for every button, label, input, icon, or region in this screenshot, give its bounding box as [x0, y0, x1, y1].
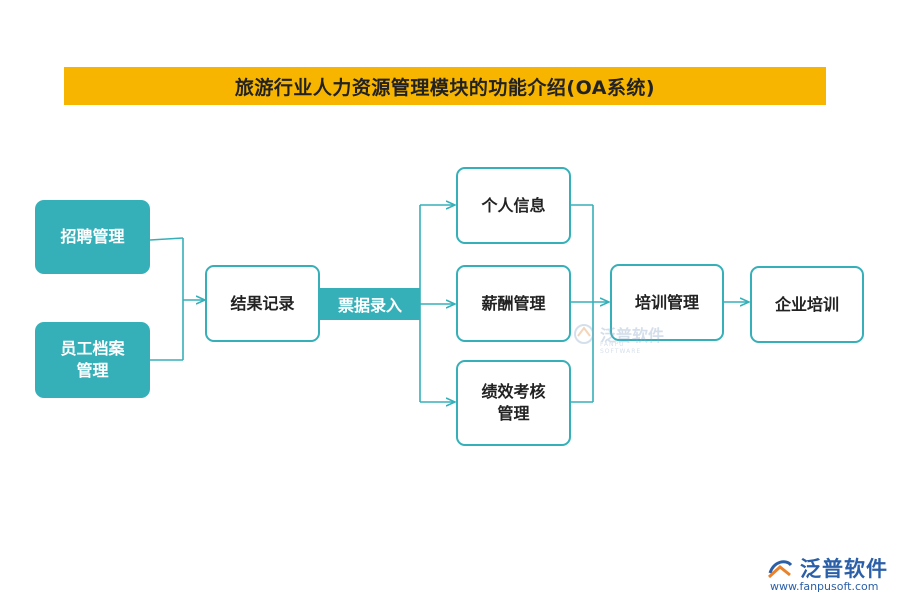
brand-logo-text: 泛普软件: [800, 557, 888, 581]
node-performance-label: 绩效考核 管理: [481, 382, 546, 423]
node-personal: 个人信息: [456, 167, 571, 244]
node-salary-label: 薪酬管理: [481, 293, 546, 313]
node-recruit: 招聘管理: [35, 200, 150, 274]
watermark-en-text: FANPU SOFTWARE: [600, 341, 642, 355]
node-recruit-label: 招聘管理: [60, 227, 125, 246]
node-performance: 绩效考核 管理: [456, 360, 571, 446]
node-archive-label: 员工档案 管理: [60, 339, 125, 380]
node-enterprise-training: 企业培训: [750, 266, 864, 343]
title-banner: 旅游行业人力资源管理模块的功能介绍(OA系统): [64, 67, 826, 105]
watermark-cn-text: 泛普软件: [600, 326, 665, 345]
watermark-logo-icon: [574, 324, 594, 344]
node-enterprise-training-label: 企业培训: [774, 294, 839, 314]
node-result-label: 结果记录: [230, 293, 295, 313]
brand-logo: 泛普软件: [766, 553, 888, 583]
node-archive: 员工档案 管理: [35, 322, 150, 398]
diagram-title: 旅游行业人力资源管理模块的功能介绍(OA系统): [234, 76, 656, 99]
node-result: 结果记录: [205, 265, 320, 342]
node-training-mgmt: 培训管理: [610, 264, 724, 341]
center-watermark: 泛普软件 FANPU SOFTWARE: [572, 322, 665, 355]
node-training-mgmt-label: 培训管理: [634, 292, 699, 312]
brand-url: www.fanpusoft.com: [770, 580, 879, 593]
node-salary: 薪酬管理: [456, 265, 571, 342]
brand-logo-icon: [767, 560, 793, 579]
node-personal-label: 个人信息: [481, 195, 546, 215]
edge-label-band: 票据录入: [320, 288, 420, 320]
edge-recruit: [149, 237, 184, 241]
edge-label-text: 票据录入: [337, 296, 402, 315]
